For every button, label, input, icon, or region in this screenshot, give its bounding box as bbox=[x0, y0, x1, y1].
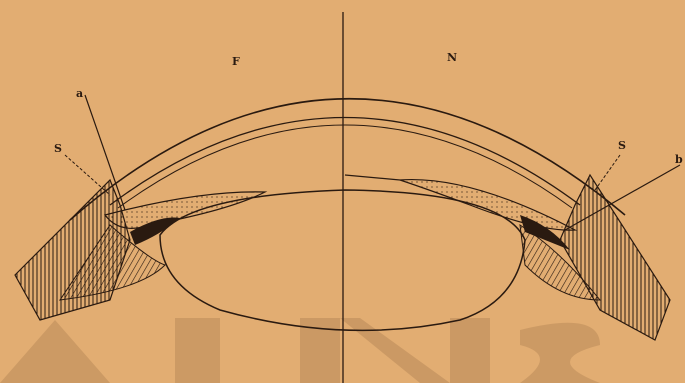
label-b: b bbox=[675, 154, 683, 165]
sclera-right bbox=[560, 175, 670, 340]
label-n: N bbox=[447, 52, 457, 63]
iris-right bbox=[400, 180, 575, 231]
watermark-shape-mid1 bbox=[175, 318, 220, 383]
label-a: a bbox=[76, 88, 83, 99]
watermark-shape-mid3 bbox=[340, 318, 450, 383]
lens-axis-mark bbox=[345, 175, 400, 180]
label-f: F bbox=[232, 56, 240, 67]
label-s-right: S bbox=[618, 140, 626, 151]
watermark-shape-mid4 bbox=[450, 318, 490, 383]
watermark bbox=[0, 318, 600, 383]
cornea-inner-1 bbox=[110, 118, 580, 206]
watermark-shape-right bbox=[520, 323, 600, 383]
pointer-s-right bbox=[595, 155, 620, 190]
watermark-shape-left bbox=[0, 320, 110, 383]
label-s-left: S bbox=[54, 143, 62, 154]
iris-left bbox=[105, 192, 265, 228]
cornea-inner-2 bbox=[118, 125, 572, 208]
pointer-s-left bbox=[65, 155, 110, 195]
